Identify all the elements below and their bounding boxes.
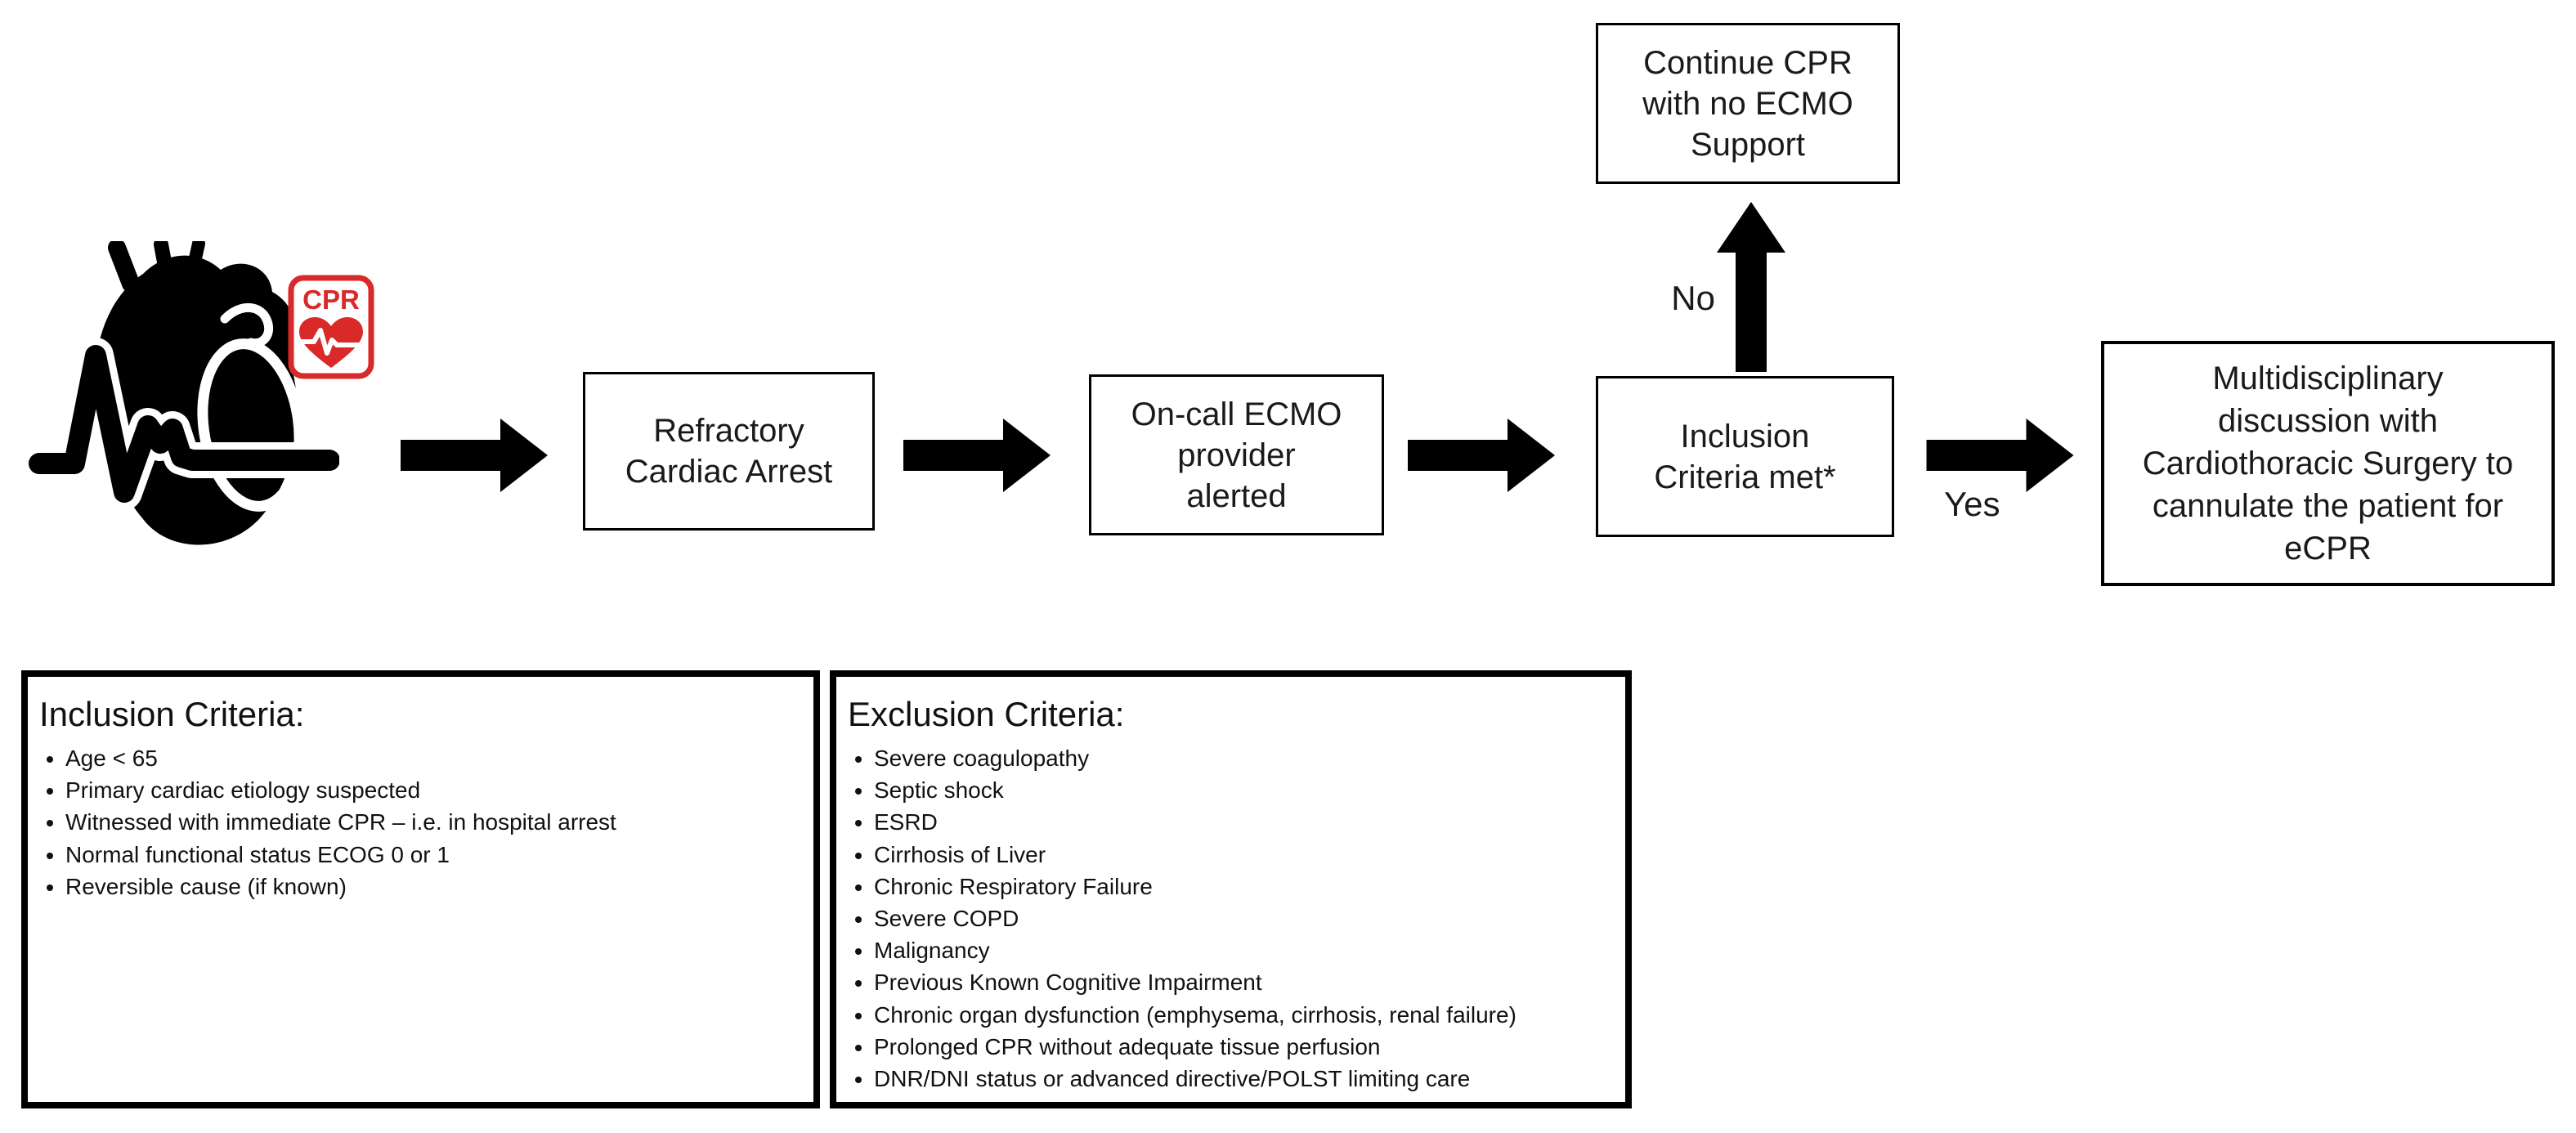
exclusion-criteria-panel: Exclusion Criteria: Severe coagulopathyS… — [830, 670, 1632, 1108]
arrow-right-icon — [1408, 419, 1555, 492]
node-label: Inclusion Criteria met* — [1654, 418, 1836, 495]
cpr-badge-label: CPR — [302, 284, 360, 315]
arrow-right-yes-icon — [1926, 419, 2074, 492]
node-label: Multidisciplinary discussion with Cardio… — [2142, 360, 2514, 566]
inclusion-criteria-list: Age < 65Primary cardiac etiology suspect… — [28, 742, 813, 902]
branch-label-yes: Yes — [1944, 485, 2000, 523]
node-oncall-ecmo-provider: On-call ECMO provider alerted — [1089, 374, 1384, 535]
inclusion-criteria-panel: Inclusion Criteria: Age < 65Primary card… — [21, 670, 820, 1108]
criteria-item: Normal functional status ECOG 0 or 1 — [65, 839, 797, 871]
node-continue-cpr-no-ecmo: Continue CPR with no ECMO Support — [1596, 23, 1900, 184]
criteria-item: Witnessed with immediate CPR – i.e. in h… — [65, 806, 797, 838]
node-refractory-cardiac-arrest: Refractory Cardiac Arrest — [583, 372, 875, 531]
criteria-item: Severe COPD — [874, 902, 1609, 934]
node-multidisciplinary-discussion: Multidisciplinary discussion with Cardio… — [2101, 341, 2555, 586]
exclusion-criteria-list: Severe coagulopathySeptic shockESRDCirrh… — [836, 742, 1625, 1095]
node-inclusion-criteria-met: Inclusion Criteria met* — [1596, 376, 1894, 537]
node-label: On-call ECMO provider alerted — [1131, 396, 1342, 514]
branch-label-no: No — [1671, 279, 1715, 317]
criteria-item: Reversible cause (if known) — [65, 871, 797, 902]
criteria-item: DNR/DNI status or advanced directive/POL… — [874, 1063, 1609, 1095]
criteria-item: Malignancy — [874, 934, 1609, 966]
inclusion-criteria-title: Inclusion Criteria: — [39, 695, 305, 733]
criteria-item: Primary cardiac etiology suspected — [65, 774, 797, 806]
criteria-item: Age < 65 — [65, 742, 797, 774]
node-label: Refractory Cardiac Arrest — [625, 413, 833, 490]
arrow-up-no-icon — [1717, 202, 1785, 372]
criteria-item: Prolonged CPR without adequate tissue pe… — [874, 1031, 1609, 1063]
criteria-item: Previous Known Cognitive Impairment — [874, 966, 1609, 998]
cpr-badge-icon: CPR — [288, 275, 374, 379]
arrow-right-icon — [903, 419, 1051, 492]
criteria-item: Chronic organ dysfunction (emphysema, ci… — [874, 999, 1609, 1031]
arrow-right-icon — [401, 419, 548, 492]
heart-ecg-icon — [21, 241, 339, 545]
exclusion-criteria-title: Exclusion Criteria: — [848, 695, 1125, 733]
criteria-item: Septic shock — [874, 774, 1609, 806]
criteria-item: ESRD — [874, 806, 1609, 838]
criteria-item: Severe coagulopathy — [874, 742, 1609, 774]
criteria-item: Cirrhosis of Liver — [874, 839, 1609, 871]
criteria-item: Chronic Respiratory Failure — [874, 871, 1609, 902]
node-label: Continue CPR with no ECMO Support — [1642, 44, 1853, 163]
